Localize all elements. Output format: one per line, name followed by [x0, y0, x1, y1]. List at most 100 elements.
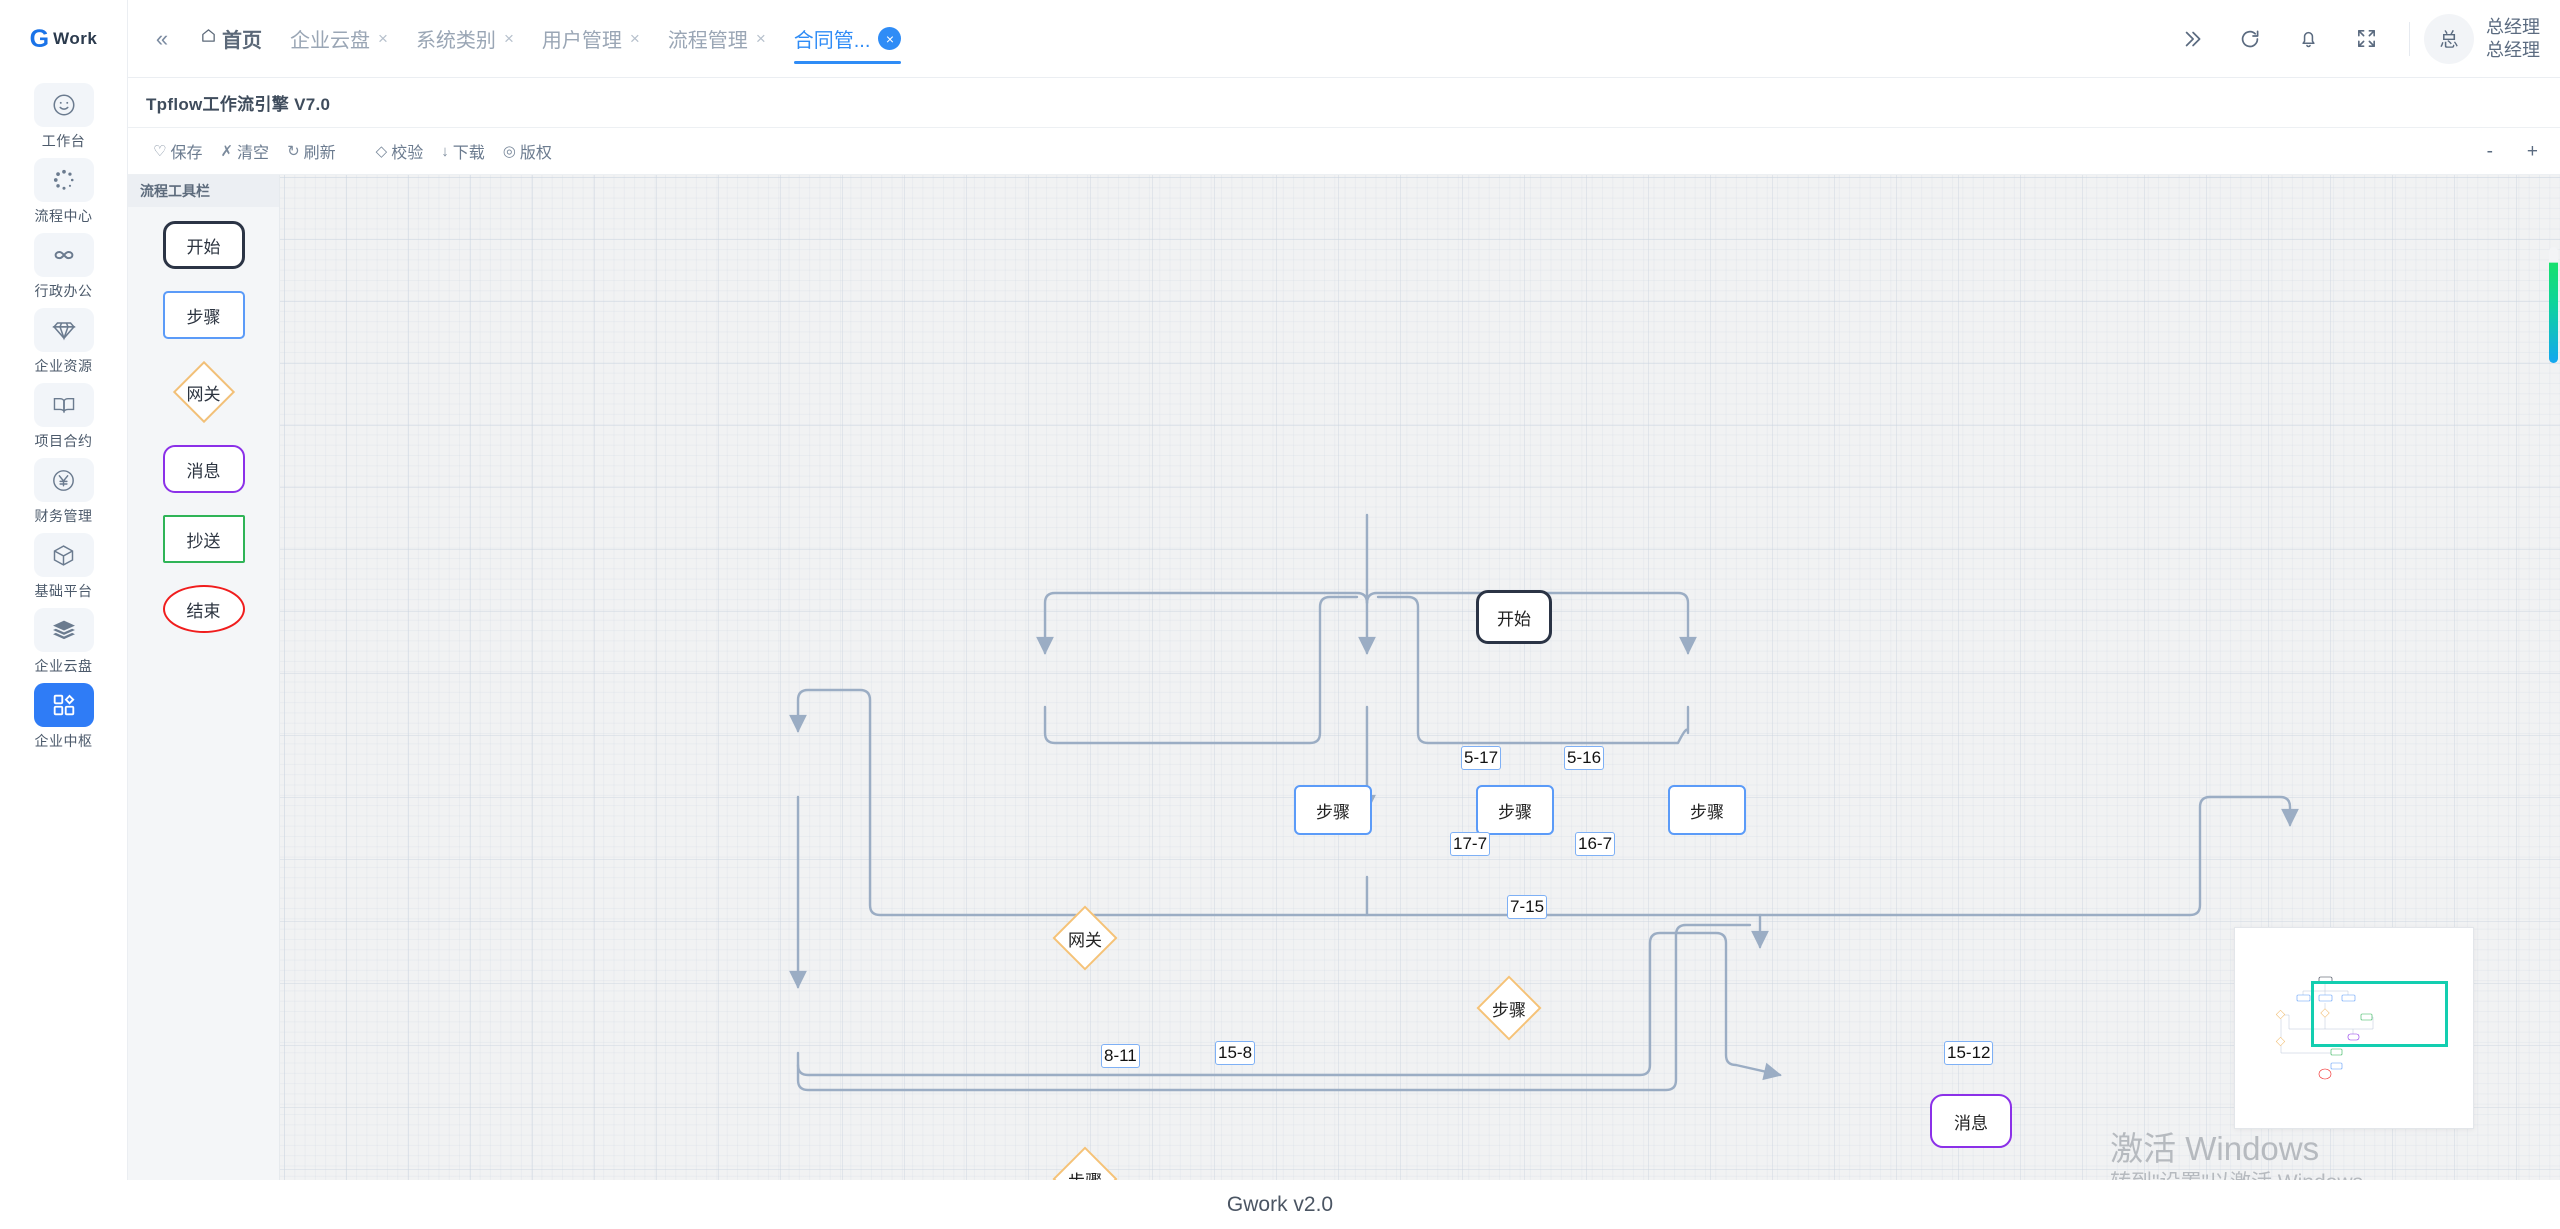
- main-column: « 首页 企业云盘 × 系统类别 ×: [128, 0, 2560, 1229]
- footer-text: Gwork v2.0: [1226, 1192, 1334, 1216]
- flow-node-label: 网关: [1068, 930, 1102, 950]
- palette-node-label: 开始: [186, 237, 221, 257]
- brand-logo: G Work: [0, 0, 128, 78]
- save-label: 保存: [170, 145, 203, 162]
- sidebar-item-label: 企业资源: [34, 358, 93, 374]
- more-chevrons-icon[interactable]: [2163, 0, 2221, 78]
- sidebar-item-process-center[interactable]: 流程中心: [0, 153, 128, 228]
- flow-node-message[interactable]: 消息: [1930, 1094, 2012, 1148]
- home-icon: [200, 27, 217, 50]
- collapse-tabs-button[interactable]: «: [155, 25, 169, 51]
- tab-enterprise-cloud-disk[interactable]: 企业云盘 ×: [276, 0, 402, 78]
- sidebar-item-workbench[interactable]: 工作台: [0, 78, 128, 153]
- zoom-out-button[interactable]: -: [2486, 141, 2493, 162]
- cube-icon: [33, 533, 94, 577]
- palette-node-label: 网关: [186, 384, 221, 404]
- sidebar-item-label: 基础平台: [34, 583, 93, 599]
- zoom-in-button[interactable]: +: [2526, 141, 2538, 162]
- edge-label-5-17[interactable]: 5-17: [1461, 746, 1502, 770]
- palette-node-start[interactable]: 开始: [162, 221, 245, 269]
- user-menu[interactable]: 总 总经理 总经理: [2424, 13, 2540, 64]
- edge-label-5-16[interactable]: 5-16: [1564, 746, 1605, 770]
- edge-label-17-7[interactable]: 17-7: [1450, 832, 1491, 856]
- tab-system-category[interactable]: 系统类别 ×: [402, 0, 528, 78]
- flow-node-gateway-step-center[interactable]: 步骤: [1476, 975, 1542, 1041]
- edge-label-16-7[interactable]: 16-7: [1575, 832, 1616, 856]
- download-button[interactable]: ↓ 下载: [432, 139, 494, 163]
- tab-contract-management[interactable]: 合同管... ×: [780, 0, 916, 78]
- sidebar-item-label: 项目合约: [34, 433, 93, 449]
- refresh-icon[interactable]: [2221, 0, 2279, 78]
- minimap-viewport[interactable]: [2311, 981, 2448, 1047]
- refresh-button[interactable]: ↻ 刷新: [278, 139, 345, 163]
- edge-label-15-8[interactable]: 15-8: [1215, 1041, 1256, 1065]
- zoom-controls: - +: [2487, 128, 2538, 175]
- flow-node-step-right[interactable]: 步骤: [1668, 785, 1746, 835]
- sidebar-item-label: 行政办公: [34, 283, 93, 299]
- diamond-icon: ◇: [375, 143, 388, 160]
- clear-label: 清空: [237, 145, 270, 162]
- infinity-icon: [33, 233, 94, 277]
- yuan-circle-icon: [33, 458, 94, 502]
- sidebar-item-project-contract[interactable]: 项目合约: [0, 378, 128, 453]
- flow-designer: 流程工具栏 开始 步骤 网关 消息: [128, 175, 2560, 1229]
- palette-node-cc[interactable]: 抄送: [162, 515, 245, 563]
- sidebar-item-enterprise-resources[interactable]: 企业资源: [0, 303, 128, 378]
- edge-label-8-11[interactable]: 8-11: [1101, 1044, 1140, 1068]
- primary-sidebar: G Work 工作台 流程中心: [0, 0, 128, 1229]
- sidebar-item-admin-office[interactable]: 行政办公: [0, 228, 128, 303]
- close-icon[interactable]: ×: [878, 27, 902, 50]
- palette-node-step[interactable]: 步骤: [162, 291, 245, 339]
- palette-node-end[interactable]: 结束: [162, 585, 245, 633]
- vertical-scrollbar[interactable]: [2549, 175, 2558, 1229]
- book-icon: [33, 383, 94, 427]
- flow-node-label: 步骤: [1316, 802, 1350, 822]
- sidebar-item-base-platform[interactable]: 基础平台: [0, 528, 128, 603]
- page-content: Tpflow工作流引擎 V7.0 ♡ 保存 ✗ 清空 ↻ 刷新 ◇ 校验: [128, 78, 2560, 1229]
- flow-node-step-left[interactable]: 步骤: [1294, 785, 1372, 835]
- tab-user-management[interactable]: 用户管理 ×: [528, 0, 654, 78]
- top-bar: « 首页 企业云盘 × 系统类别 ×: [128, 0, 2560, 78]
- palette-node-message[interactable]: 消息: [162, 445, 245, 493]
- sidebar-item-cloud-disk[interactable]: 企业云盘: [0, 603, 128, 678]
- palette-node-gateway[interactable]: 网关: [163, 360, 245, 424]
- fullscreen-icon[interactable]: [2337, 0, 2395, 78]
- palette-node-label: 结束: [186, 601, 221, 621]
- clear-button[interactable]: ✗ 清空: [211, 139, 278, 163]
- tab-label: 企业云盘: [290, 30, 370, 52]
- close-icon[interactable]: ×: [378, 29, 388, 48]
- palette-node-label: 消息: [186, 461, 221, 481]
- flow-node-start[interactable]: 开始: [1476, 590, 1552, 644]
- flow-canvas[interactable]: 开始 步骤 步骤 步骤 网关: [280, 175, 2560, 1229]
- brand-name: Work: [53, 29, 98, 48]
- copyright-button[interactable]: ◎ 版权: [494, 139, 561, 163]
- tab-process-management[interactable]: 流程管理 ×: [654, 0, 780, 78]
- page-title: Tpflow工作流引擎 V7.0: [146, 95, 331, 114]
- close-icon[interactable]: ×: [629, 29, 640, 48]
- save-button[interactable]: ♡ 保存: [144, 139, 211, 163]
- minimap-panel[interactable]: [2234, 927, 2474, 1129]
- refresh-icon: ↻: [287, 143, 300, 160]
- app-footer: Gwork v2.0: [0, 1180, 2560, 1229]
- flow-node-step-center[interactable]: 步骤: [1476, 785, 1554, 835]
- sidebar-item-label: 工作台: [41, 133, 86, 149]
- flow-node-gateway-1[interactable]: 网关: [1052, 905, 1118, 971]
- layers-icon: [33, 608, 94, 652]
- edge-label-7-15[interactable]: 7-15: [1507, 895, 1548, 919]
- minimap-content: [2273, 955, 2433, 1100]
- close-icon[interactable]: ×: [755, 29, 766, 48]
- sidebar-item-enterprise-hub[interactable]: 企业中枢: [0, 678, 128, 753]
- scissors-icon: ✗: [220, 143, 234, 160]
- validate-button[interactable]: ◇ 校验: [367, 139, 433, 163]
- palette-list: 开始 步骤 网关 消息 抄送: [128, 207, 279, 633]
- edge-label-15-12[interactable]: 15-12: [1944, 1041, 1994, 1065]
- avatar: 总: [2424, 13, 2474, 64]
- sidebar-item-finance[interactable]: 财务管理: [0, 453, 128, 528]
- tab-home[interactable]: 首页: [184, 0, 276, 78]
- divider: [2409, 21, 2410, 56]
- bell-icon[interactable]: [2279, 0, 2337, 78]
- sidebar-item-label: 企业云盘: [34, 658, 93, 674]
- close-icon[interactable]: ×: [503, 29, 514, 48]
- grid-apps-icon: [33, 683, 94, 727]
- vertical-scrollbar-thumb[interactable]: [2549, 247, 2558, 363]
